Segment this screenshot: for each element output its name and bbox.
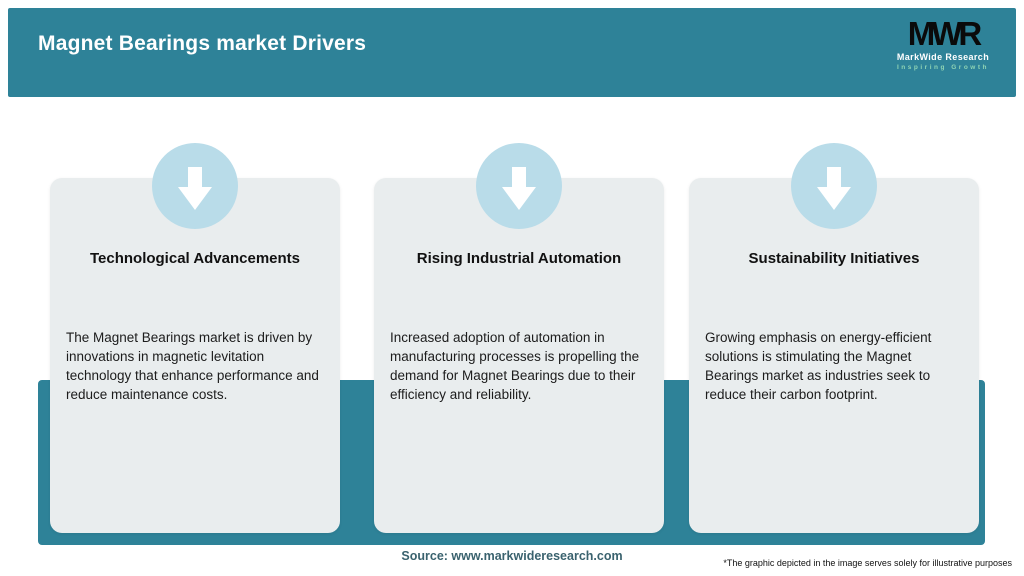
card-body: The Magnet Bearings market is driven by …	[66, 330, 319, 402]
card-title: Technological Advancements	[89, 250, 301, 267]
down-arrow-badge	[791, 143, 877, 229]
card-title: Sustainability Initiatives	[748, 250, 920, 267]
down-arrow-badge	[476, 143, 562, 229]
logo-name: MarkWide Research	[896, 52, 990, 62]
down-arrow-icon	[178, 167, 212, 210]
source-text: Source: www.markwideresearch.com	[401, 549, 623, 563]
down-arrow-badge	[152, 143, 238, 229]
header-bar: Magnet Bearings market Drivers MWR MarkW…	[8, 8, 1016, 97]
logo-tagline: Inspiring Growth	[897, 64, 989, 71]
card-body: Increased adoption of automation in manu…	[390, 330, 640, 402]
logo-acronym: MWR	[907, 15, 982, 52]
driver-card-technological-advancements: Technological Advancements The Magnet Be…	[50, 143, 340, 533]
down-arrow-icon	[502, 167, 536, 210]
page-title: Magnet Bearings market Drivers	[38, 32, 367, 55]
down-arrow-icon	[817, 167, 851, 210]
card-body: Growing emphasis on energy-efficient sol…	[705, 330, 932, 402]
disclaimer-text: *The graphic depicted in the image serve…	[723, 558, 1012, 568]
card-title: Rising Industrial Automation	[416, 250, 622, 267]
driver-card-sustainability-initiatives: Sustainability Initiatives Growing empha…	[689, 143, 979, 533]
markwide-logo: MWR MarkWide Research Inspiring Growth	[888, 16, 998, 72]
driver-card-rising-industrial-automation: Rising Industrial Automation Increased a…	[374, 143, 664, 533]
